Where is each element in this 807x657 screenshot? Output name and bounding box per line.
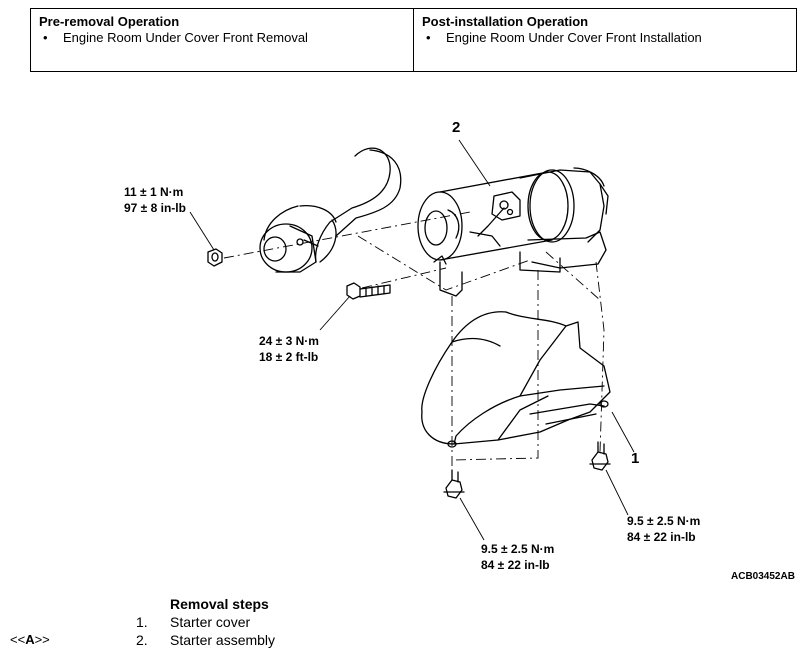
bullet-icon: • — [426, 30, 431, 45]
step-number: 1. — [136, 614, 148, 630]
starter-motor — [417, 167, 609, 297]
leader-fastener-right — [605, 469, 629, 516]
removal-steps-title: Removal steps — [170, 596, 269, 612]
torque-label-nut: 11 ± 1 N·m 97 ± 8 in-lb — [124, 184, 186, 216]
pre-removal-item-text: Engine Room Under Cover Front Removal — [63, 30, 308, 45]
torque-right-metric: 9.5 ± 2.5 N·m — [627, 514, 701, 528]
torque-bottom-metric: 9.5 ± 2.5 N·m — [481, 542, 555, 556]
callout-part-2: 2 — [452, 119, 461, 136]
leader-nut — [189, 211, 215, 251]
cover-fastener-bottom — [443, 469, 465, 499]
step-label: Starter assembly — [170, 632, 276, 648]
pre-removal-heading: Pre-removal Operation — [39, 14, 180, 29]
diagram-drawing — [189, 139, 635, 541]
torque-right-imperial: 84 ± 22 in-lb — [627, 530, 696, 544]
post-installation-item: • Engine Room Under Cover Front Installa… — [422, 29, 788, 46]
figure-code: ACB03452AB — [731, 571, 795, 582]
battery-cable — [263, 147, 402, 263]
bullet-icon: • — [43, 30, 48, 45]
leader-callout-2 — [458, 139, 491, 187]
step-reference[interactable]: <<A>> — [10, 632, 50, 647]
starter-exploded-diagram: 2 1 11 ± 1 N·m 97 ± 8 in-lb 24 ± 3 N·m 1… — [0, 100, 807, 590]
torque-nut-imperial: 97 ± 8 in-lb — [124, 201, 186, 215]
step-number: 2. — [136, 632, 148, 648]
mounting-bolt — [346, 282, 391, 300]
post-installation-item-text: Engine Room Under Cover Front Installati… — [446, 30, 702, 45]
leader-callout-1 — [611, 411, 635, 453]
step-label: Starter cover — [170, 614, 251, 630]
terminal-nut — [207, 248, 223, 267]
post-installation-cell: Post-installation Operation • Engine Roo… — [413, 9, 796, 71]
torque-bolt-imperial: 18 ± 2 ft-lb — [259, 350, 319, 364]
cover-fastener-right — [589, 441, 611, 471]
post-installation-heading: Post-installation Operation — [422, 14, 589, 29]
leader-fastener-bottom — [459, 497, 485, 541]
callout-part-1: 1 — [631, 450, 640, 467]
pre-removal-cell: Pre-removal Operation • Engine Room Unde… — [31, 9, 413, 71]
terminal-boot — [259, 223, 319, 273]
starter-cover — [421, 311, 611, 448]
torque-label-bottom-fastener: 9.5 ± 2.5 N·m 84 ± 22 in-lb — [481, 541, 554, 573]
leader-bolt — [319, 295, 351, 331]
torque-bolt-metric: 24 ± 3 N·m — [259, 334, 319, 348]
torque-nut-metric: 11 ± 1 N·m — [124, 185, 184, 199]
removal-step-row: <<A>> 2. Starter assembly — [0, 632, 807, 650]
torque-label-bolt: 24 ± 3 N·m 18 ± 2 ft-lb — [259, 333, 319, 365]
removal-step-row: 1. Starter cover — [0, 614, 807, 632]
operation-table: Pre-removal Operation • Engine Room Unde… — [30, 8, 797, 72]
torque-bottom-imperial: 84 ± 22 in-lb — [481, 558, 550, 572]
pre-removal-item: • Engine Room Under Cover Front Removal — [39, 29, 405, 46]
torque-label-right-fastener: 9.5 ± 2.5 N·m 84 ± 22 in-lb — [627, 513, 700, 545]
